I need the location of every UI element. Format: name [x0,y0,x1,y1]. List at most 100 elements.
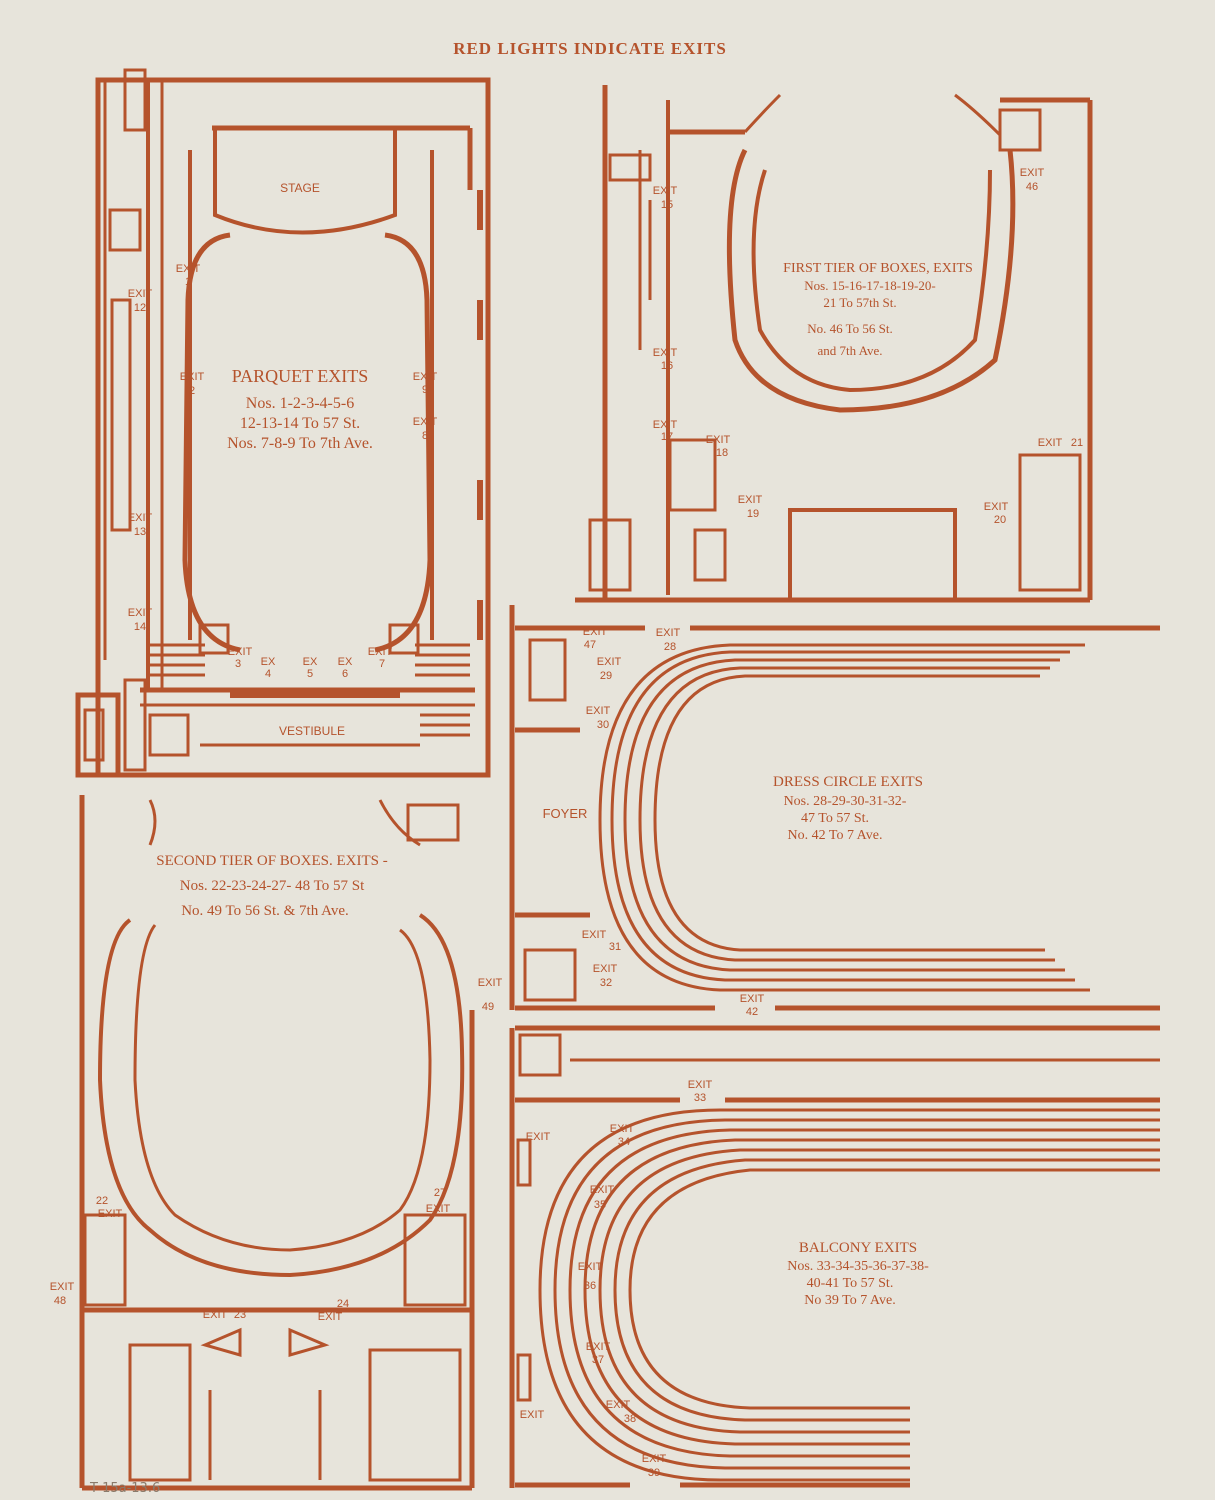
balcony-line-3: No 39 To 7 Ave. [804,1293,895,1308]
exit-number-34: 34 [618,1136,630,1148]
exit-label: EXIT [984,501,1009,513]
balcony-line-1: Nos. 33-34-35-36-37-38- [787,1259,929,1274]
first-tier-line-1: Nos. 15-16-17-18-19-20- [804,278,935,293]
exit-label: EXIT [128,607,153,619]
balcony-exit-labels: EXIT 33 EXIT 34 EXIT 35 EXIT 36 EXIT 37 … [520,1079,713,1479]
dress-circle-title: DRESS CIRCLE EXITS [773,774,923,790]
balcony-plan [509,1025,1160,1488]
exit-label: EXIT [368,646,393,658]
exit-label: EXIT [1020,167,1045,179]
second-tier-exit-labels: 22 EXIT EXIT 23 24 EXIT 27 EXIT EXIT 48 … [50,977,503,1323]
dress-circle-exit-labels: EXIT 28 EXIT 29 EXIT 30 EXIT 31 EXIT 32 … [582,626,765,1018]
exit-label: EXIT [50,1281,75,1293]
ex-label: EX [303,656,318,668]
exit-number-39: 39 [648,1467,660,1479]
exit-label: EXIT [688,1079,713,1091]
header-title: RED LIGHTS INDICATE EXITS [453,39,727,58]
exit-label: EXIT [128,288,153,300]
exit-number-4: 4 [265,668,271,680]
catalog-note: T 15a-13.6 [89,1481,160,1496]
exit-label: EXIT [176,263,201,275]
first-tier-line-3: No. 46 To 56 St. [807,321,893,336]
exit-number-21: 21 [1071,437,1083,449]
exit-number-18: 18 [716,447,728,459]
exit-number-36: 36 [584,1280,596,1292]
ex-label: EX [338,656,353,668]
exit-label: EXIT [656,627,681,639]
exit-number-37: 37 [592,1354,604,1366]
dress-circle-line-3: No. 42 To 7 Ave. [788,828,883,843]
ex-label: EX [261,656,276,668]
parquet-line-3: Nos. 7-8-9 To 7th Ave. [227,435,373,452]
exit-number-19: 19 [747,508,759,520]
exit-number-31: 31 [609,941,621,953]
first-tier-exit-labels: EXIT 15 EXIT 16 EXIT 17 EXIT 18 EXIT 19 … [653,167,1083,526]
balcony-line-2: 40-41 To 57 St. [807,1276,894,1291]
exit-number-8: 8 [422,430,428,442]
exit-number-7: 7 [379,658,385,670]
exit-number-1: 1 [185,276,191,288]
exit-number-24: 24 [337,1298,349,1310]
exit-label: EXIT [526,1131,551,1143]
parquet-line-2: 12-13-14 To 57 St. [240,415,360,432]
exit-label: EXIT [740,993,765,1005]
first-tier-title: FIRST TIER OF BOXES, EXITS [783,261,973,276]
first-tier-plan [575,85,1093,603]
exit-number-32: 32 [600,977,612,989]
exit-label: EXIT [426,1203,451,1215]
exit-label: EXIT [653,185,678,197]
parquet-exit-labels: EXIT 1 EXIT 2 EXIT 3 EX 4 EX 5 EX 6 EXIT… [128,263,438,680]
first-tier-line-2: 21 To 57th St. [823,295,896,310]
exit-number-3: 3 [235,658,241,670]
exit-label: EXIT [180,371,205,383]
second-tier-title: SECOND TIER OF BOXES. EXITS - [156,853,387,869]
exit-number-30: 30 [597,719,609,731]
exit-label: EXIT [586,705,611,717]
exit-label: EXIT [583,626,608,638]
exit-label: EXIT [128,512,153,524]
exit-label: EXIT [610,1123,635,1135]
exit-number-6: 6 [342,668,348,680]
exit-number-12: 12 [134,302,146,314]
parquet-stage-label: STAGE [280,181,320,195]
first-tier-line-4: and 7th Ave. [817,343,882,358]
exit-number-49: 49 [482,1001,494,1013]
exit-label: EXIT [642,1453,667,1465]
dress-circle-line-1: Nos. 28-29-30-31-32- [784,794,907,809]
dress-circle-plan [509,605,1160,1011]
exit-label: EXIT [520,1409,545,1421]
foyer-label: FOYER [543,806,588,821]
second-tier-plan [79,795,475,1491]
exit-number-15: 15 [661,199,673,211]
exit-number-48: 48 [54,1295,66,1307]
exit-label: EXIT [590,1184,615,1196]
exit-label: EXIT [98,1208,123,1220]
exit-label: EXIT [318,1311,343,1323]
exit-number-33: 33 [694,1092,706,1104]
exit-label: EXIT [1038,437,1063,449]
exit-number-17: 17 [661,431,673,443]
exit-number-13: 13 [134,526,146,538]
exit-number-28: 28 [664,641,676,653]
exit-label: EXIT [478,977,503,989]
exit-number-14: 14 [134,621,146,633]
exit-number-20: 20 [994,514,1006,526]
balcony-title: BALCONY EXITS [799,1240,917,1256]
exit-label: EXIT [653,347,678,359]
parquet-vestibule-label: VESTIBULE [279,724,345,738]
exit-label: EXIT [593,963,618,975]
exit-number-2: 2 [189,385,195,397]
exit-number-42: 42 [746,1006,758,1018]
dress-circle-line-2: 47 To 57 St. [801,811,869,826]
exit-number-23: 23 [234,1309,246,1321]
exit-label: EXIT [228,646,253,658]
exit-label: EXIT [606,1399,631,1411]
parquet-plan [75,68,491,778]
exit-label: EXIT [653,419,678,431]
exit-number-22: 22 [96,1195,108,1207]
second-tier-line-2: No. 49 To 56 St. & 7th Ave. [181,903,349,919]
exit-number-29: 29 [600,670,612,682]
exit-label: EXIT [413,416,438,428]
